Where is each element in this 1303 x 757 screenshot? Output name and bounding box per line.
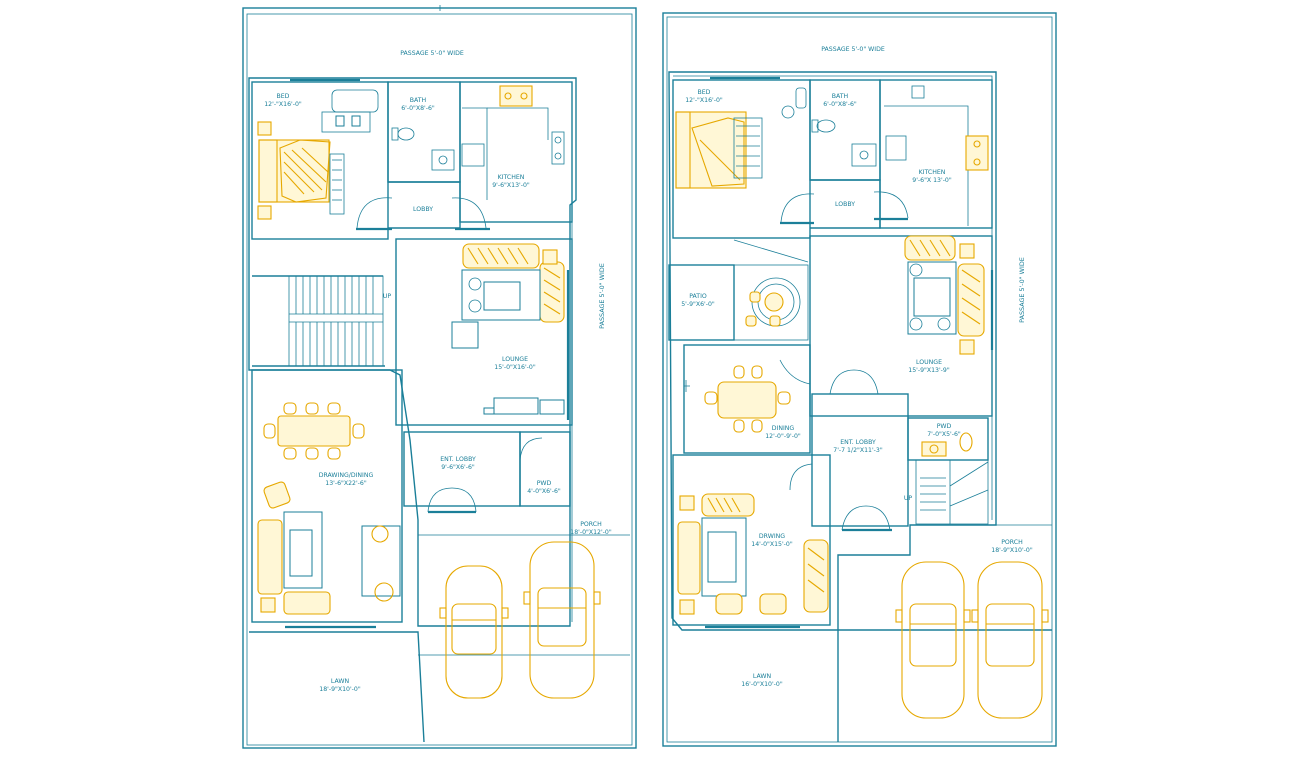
right-dining-set [684,365,791,433]
right-building-outline [668,71,997,631]
right-pwd-label: PWD [937,423,952,430]
left-bed-label: BED [277,93,290,100]
left-pwd [519,431,571,507]
left-kitchen [459,81,573,223]
right-drawing-size: 14'-0"X15'-0" [751,541,793,548]
left-kitchen-fixtures [461,85,565,167]
right-patio-label: PATIO [689,293,707,300]
right-plot-boundary [662,12,1057,747]
right-lawn-size: 16'-0"X10'-0" [741,681,783,688]
left-ent-lobby-label: ENT. LOBBY [440,456,476,463]
left-plot-boundary [242,7,637,749]
right-kitchen-size: 9'-6"X 13'-0" [912,177,952,184]
left-kitchen-label: KITCHEN [498,174,525,181]
left-passage-top-label: PASSAGE 5'-0" WIDE [400,50,464,57]
right-porch-size: 18'-9"X10'-0" [991,547,1033,554]
left-floor-plan: PASSAGE 5'-0" WIDE PASSAGE 5'-0" WIDE BE… [242,5,637,749]
left-porch-size: 18'-0"X12'-0" [570,529,612,536]
right-ent-lobby-size: 7'-7 1/2"X11'-3" [833,447,883,454]
left-bed-size: 12'-"X16'-0" [264,101,302,108]
right-lobby-walls [810,179,881,229]
left-passage-right-label: PASSAGE 5'-0" WIDE [598,263,606,329]
right-pwd-fixtures [921,432,973,457]
right-drawing-set [677,493,829,615]
right-patio-furniture [745,277,801,327]
left-ent-lobby-size: 9'-6"X6'-6" [441,464,475,471]
right-bed-size: 12'-"X16'-0" [685,97,723,104]
left-stair-up-label: UP [383,293,392,300]
right-lawn-label: LAWN [753,673,772,680]
right-lounge-label: LOUNGE [916,359,942,366]
right-bath-fixtures [811,119,877,167]
right-passage-top-label: PASSAGE 5'-0" WIDE [821,46,885,53]
right-pwd-size: 7'-0"X5'-6" [927,431,961,438]
right-drawing-room [672,454,831,626]
right-staircase [915,459,989,525]
left-lounge-label: LOUNGE [502,356,528,363]
left-staircase [288,275,384,367]
right-dining-label: DINING [772,425,795,432]
right-stair-up-label: UP [904,495,913,502]
left-drawing-dining-label: DRAWING/DINING [319,472,374,479]
right-floor-plan: PASSAGE 5'-0" WIDE PASSAGE 5'-0" WIDE BE… [662,12,1057,747]
right-porch-label: PORCH [1001,539,1023,546]
right-kitchen [879,79,993,229]
left-drawing-dining-size: 13'-6"X22'-6" [325,480,367,487]
right-patio-size: 5'-9"X6'-0" [681,301,715,308]
left-bath-label: BATH [410,97,427,104]
left-lounge-furniture [451,243,565,415]
right-dining-size: 12'-0"-9'-0" [765,433,801,440]
left-kitchen-size: 9'-6"X13'-0" [492,182,530,189]
right-passage-right-label: PASSAGE 5'-0" WIDE [1018,257,1026,323]
right-bed-furniture [675,87,807,189]
right-kitchen-fixtures [885,85,989,171]
right-kitchen-label: KITCHEN [919,169,946,176]
left-lobby-walls [388,181,461,229]
left-drawing-set [257,481,401,615]
right-ent-lobby-label: ENT. LOBBY [840,439,876,446]
left-lobby-label: LOBBY [413,206,433,213]
left-dining-set [263,402,365,460]
left-lounge [395,238,573,426]
right-drawing-label: DRWING [759,533,785,540]
right-lobby-label: LOBBY [835,201,855,208]
right-lounge-furniture [904,235,985,355]
right-bath-label: BATH [832,93,849,100]
left-drawing-dining [251,369,403,623]
left-bath-size: 6'-0"X8'-6" [401,105,435,112]
left-lounge-size: 15'-0"X16'-0" [494,364,536,371]
right-bed-label: BED [698,89,711,96]
right-dining [683,344,811,454]
left-car-2 [523,541,601,699]
right-car-2 [971,561,1049,719]
right-bath-size: 6'-0"X8'-6" [823,101,857,108]
left-bed-furniture [257,89,379,220]
right-lounge-size: 15'-9"X13'-9" [908,367,950,374]
right-car-1 [895,561,971,719]
left-bath-fixtures [391,127,455,171]
right-ent-lobby [811,393,909,527]
left-porch-label: PORCH [580,521,602,528]
left-pwd-label: PWD [537,480,552,487]
left-lawn-size: 18'-9"X10'-0" [319,686,361,693]
left-pwd-size: 4'-0"X6'-6" [527,488,561,495]
left-car-1 [439,565,509,699]
left-lawn-label: LAWN [331,678,350,685]
